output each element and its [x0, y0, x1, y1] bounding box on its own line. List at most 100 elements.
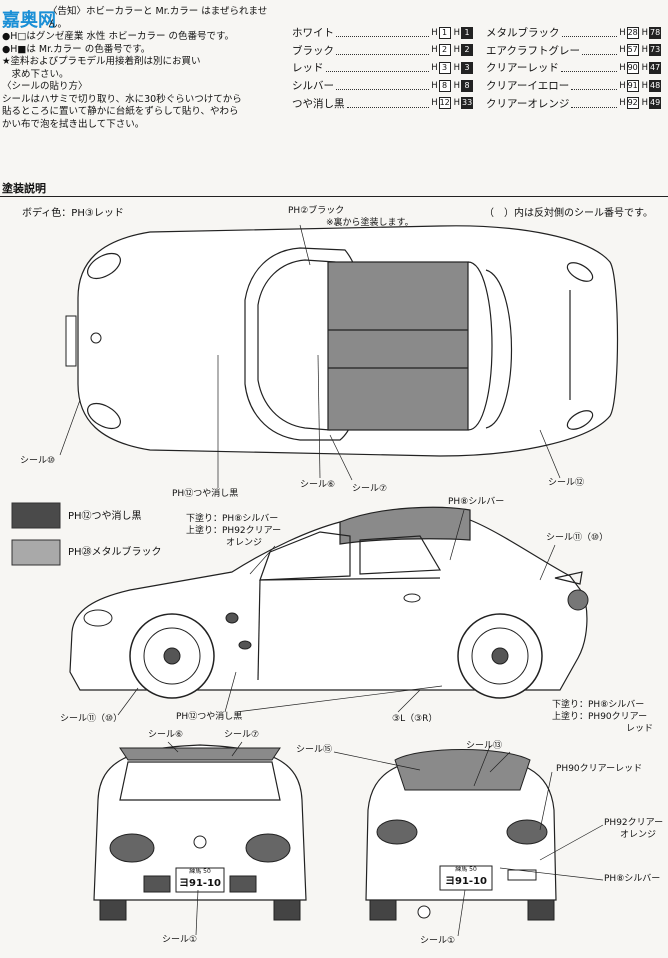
mr-color-code: 1	[461, 26, 473, 39]
h-label: H	[431, 98, 438, 109]
hobby-color-code: 90	[626, 61, 639, 74]
label-rear-top: 上塗り：PH90クリアー	[552, 712, 648, 722]
label-clear-orange-2: オレンジ	[620, 830, 657, 840]
h-label: H	[641, 27, 648, 38]
sticker-heading: 〈シールの貼り方〉	[2, 81, 88, 92]
h-label: H	[453, 45, 460, 56]
label-sticker-7-front: シール⑦	[224, 730, 260, 740]
car-rear-view	[365, 749, 557, 921]
paint-name: クリアーイエロー	[486, 80, 570, 93]
h-label: H	[641, 62, 648, 73]
mr-color-code: 49	[649, 97, 661, 110]
sticker-line-1: シールはハサミで切り取り、水に30秒ぐらいつけてから	[2, 93, 242, 105]
dot-leader	[336, 46, 430, 55]
h-label: H	[619, 27, 626, 38]
plate-front: ヨ91-10	[179, 878, 221, 889]
dot-leader	[571, 81, 618, 91]
h-label: H	[619, 45, 626, 56]
sticker-line-3: かい布で泡を拭き出して下さい。	[2, 118, 145, 130]
mr-color-code: 78	[649, 26, 661, 39]
watermark-logo: 嘉奥网	[2, 10, 56, 31]
mr-color-code: 3	[461, 61, 473, 74]
h-label: H	[453, 98, 460, 109]
h-label: H	[619, 98, 626, 109]
h-label: H	[431, 80, 438, 91]
paint-name: ブラック	[292, 44, 334, 57]
paint-name: レッド	[292, 62, 324, 75]
section-divider	[0, 196, 668, 197]
label-clear-orange: PH92クリアー	[604, 818, 664, 828]
hobby-color-code: 8	[438, 79, 451, 92]
label-silver-top: PH⑧シルバー	[448, 497, 505, 507]
body-color-label: ボディ色：PH③レッド	[22, 208, 124, 219]
note-line-4: ★塗料およびプラモデル用接着剤は別にお買い	[2, 56, 201, 67]
hobby-color-code: 12	[438, 97, 451, 110]
header-notes: 〈告知〉ホビーカラーと Mr.カラー はまぜられません。 ●H□はグンゼ産業 水…	[2, 6, 282, 131]
dot-leader	[336, 28, 430, 38]
label-sticker-12: シール⑫	[548, 478, 585, 488]
car-front-view	[93, 744, 307, 921]
dot-leader	[346, 99, 430, 108]
dot-leader	[561, 28, 618, 38]
swatch-metal-black-label: PH㉘メタルブラック	[68, 547, 162, 558]
mr-color-code: 8	[461, 79, 473, 92]
hobby-color-code: 57	[626, 44, 639, 57]
mr-color-code: 47	[649, 61, 661, 74]
paint-name: ホワイト	[292, 27, 334, 40]
section-title: 塗装説明	[2, 182, 46, 195]
label-matte-black-top: PH⑫つや消し黒	[172, 489, 239, 499]
mr-color-code: 33	[461, 97, 473, 110]
label-sticker-13: シール⑬	[466, 741, 503, 751]
hobby-color-code: 92	[626, 97, 639, 110]
mr-color-code: 2	[461, 44, 473, 57]
label-sticker-11-side: シール⑪（⑩）	[546, 533, 609, 543]
label-sticker-1-rear: シール①	[420, 936, 456, 946]
plate-rear: ヨ91-10	[445, 876, 487, 887]
dot-leader	[560, 63, 618, 73]
h-label: H	[641, 80, 648, 91]
car-top-view	[65, 225, 619, 457]
label-sticker-1-front: シール①	[162, 935, 198, 945]
paint-name: つや消し黒	[292, 97, 345, 110]
label-sticker-6-front: シール⑥	[148, 730, 184, 740]
label-sticker-7-top: シール⑦	[352, 484, 388, 494]
mr-color-code: 73	[649, 44, 661, 57]
hobby-color-code: 1	[438, 26, 451, 39]
plate-front-small: 練馬 50	[189, 868, 211, 875]
mr-color-code: 48	[649, 79, 661, 92]
label-sticker-11-bottom: シール⑪（⑩）	[60, 714, 123, 724]
car-side-view	[69, 506, 589, 699]
h-label: H	[431, 27, 438, 38]
note-line-1: 〈告知〉ホビーカラーと Mr.カラー はまぜられません。	[48, 6, 268, 30]
hobby-color-code: 91	[626, 79, 639, 92]
hobby-color-code: 3	[438, 61, 451, 74]
note-line-3: ●H■は Mr.カラー の色番号です。	[2, 43, 151, 55]
label-under-coat: 下塗り：PH⑧シルバー	[186, 514, 279, 524]
paint-name: クリアーレッド	[486, 62, 559, 75]
label-sticker-6-top: シール⑥	[300, 480, 336, 490]
label-top-coat-2: オレンジ	[226, 538, 263, 548]
paint-name: エアクラフトグレー	[486, 44, 580, 57]
plate-rear-small: 練馬 50	[455, 866, 477, 873]
paint-name: クリアーオレンジ	[486, 97, 570, 110]
label-silver-rear: PH⑧シルバー	[604, 874, 661, 884]
h-label: H	[641, 98, 648, 109]
label-matte-black-side: PH⑫つや消し黒	[176, 712, 243, 722]
h-label: H	[431, 62, 438, 73]
hobby-color-code: 2	[438, 44, 451, 57]
reverse-note: （ ）内は反対側のシール番号です。	[484, 208, 653, 219]
dot-leader	[571, 99, 618, 108]
label-sticker-3: ③L（③R）	[392, 714, 438, 724]
label-rear-top-2: レッド	[626, 724, 654, 734]
dot-leader	[581, 46, 618, 55]
